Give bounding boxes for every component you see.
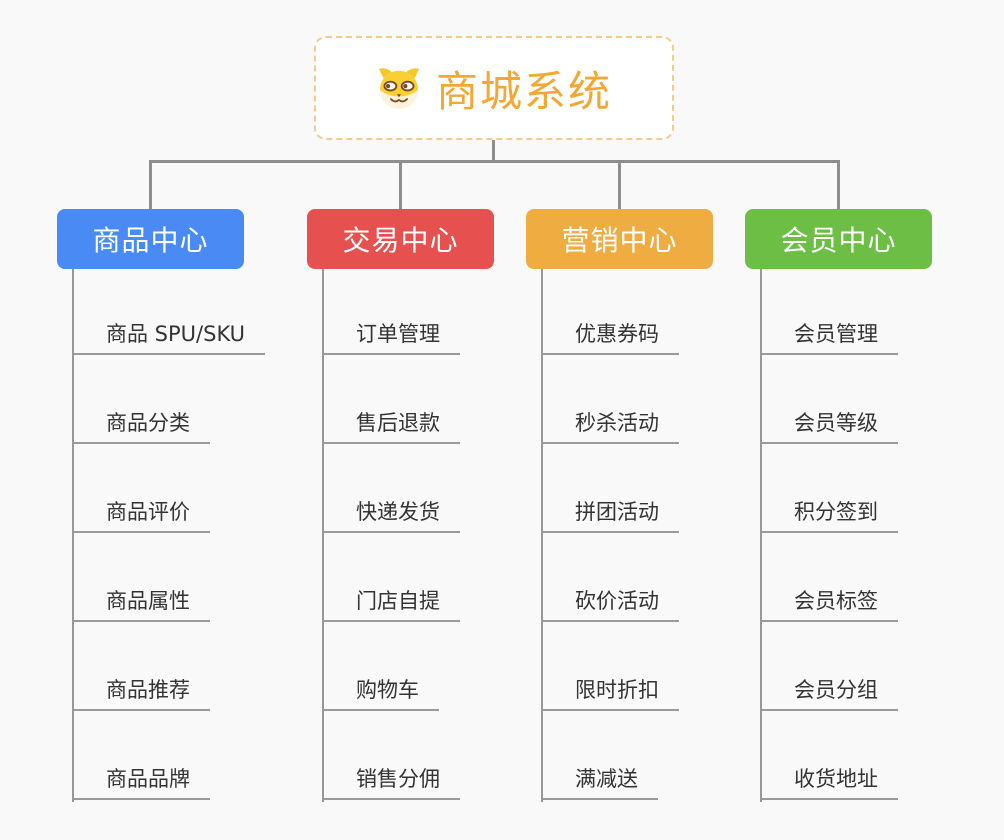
branch-product-center[interactable]: 商品中心 xyxy=(57,209,244,269)
leaf-node[interactable]: 商品属性 xyxy=(72,580,210,622)
leaf-node[interactable]: 商品推荐 xyxy=(72,669,210,711)
branch-member-center[interactable]: 会员中心 xyxy=(745,209,932,269)
connector-drop xyxy=(149,160,152,209)
leaf-node[interactable]: 商品评价 xyxy=(72,491,210,533)
branch-spine xyxy=(760,269,762,802)
branch-trade-center[interactable]: 交易中心 xyxy=(307,209,494,269)
connector-drop xyxy=(837,160,840,209)
leaf-node[interactable]: 订单管理 xyxy=(322,313,460,355)
leaf-node[interactable]: 拼团活动 xyxy=(541,491,679,533)
branch-marketing-center[interactable]: 营销中心 xyxy=(526,209,713,269)
branch-spine xyxy=(541,269,543,802)
connector-root-stub xyxy=(492,140,495,163)
leaf-node[interactable]: 销售分佣 xyxy=(322,758,460,800)
leaf-node[interactable]: 会员等级 xyxy=(760,402,898,444)
root-title: 商城系统 xyxy=(435,66,612,116)
connector-drop xyxy=(618,160,621,209)
leaf-node[interactable]: 商品品牌 xyxy=(72,758,210,800)
leaf-node[interactable]: 收货地址 xyxy=(760,758,898,800)
leaf-node[interactable]: 满减送 xyxy=(541,758,658,800)
leaf-node[interactable]: 会员标签 xyxy=(760,580,898,622)
leaf-node[interactable]: 优惠券码 xyxy=(541,313,679,355)
connector-drop xyxy=(399,160,402,209)
leaf-node[interactable]: 商品 SPU/SKU xyxy=(72,313,266,355)
leaf-node[interactable]: 积分签到 xyxy=(760,491,898,533)
branch-spine xyxy=(72,269,74,802)
leaf-node[interactable]: 快递发货 xyxy=(322,491,460,533)
connector-bus xyxy=(149,160,840,163)
leaf-node[interactable]: 门店自提 xyxy=(322,580,460,622)
leaf-node[interactable]: 购物车 xyxy=(322,669,439,711)
leaf-node[interactable]: 会员分组 xyxy=(760,669,898,711)
leaf-node[interactable]: 商品分类 xyxy=(72,402,210,444)
leaf-node[interactable]: 售后退款 xyxy=(322,402,460,444)
leaf-node[interactable]: 砍价活动 xyxy=(541,580,679,622)
branch-spine xyxy=(322,269,324,802)
leaf-node[interactable]: 秒杀活动 xyxy=(541,402,679,444)
root-node[interactable]: 商城系统 xyxy=(314,36,674,140)
shiba-dog-icon xyxy=(376,66,422,110)
leaf-node[interactable]: 限时折扣 xyxy=(541,669,679,711)
leaf-node[interactable]: 会员管理 xyxy=(760,313,898,355)
